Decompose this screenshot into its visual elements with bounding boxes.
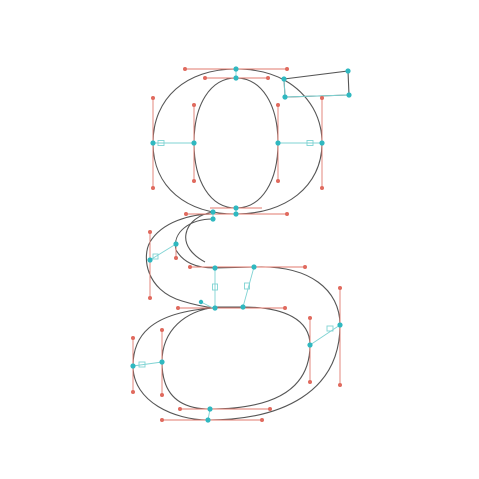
link-inner-curve[interactable] <box>185 211 214 263</box>
on-curve-nodes[interactable] <box>130 66 352 423</box>
lower-bowl-counter-contour[interactable] <box>161 306 311 410</box>
ear-contour[interactable] <box>283 70 350 98</box>
upper-bowl-outer-contour[interactable] <box>152 68 323 215</box>
node-connector-lines <box>132 69 350 421</box>
upper-bowl-counter-contour[interactable] <box>193 77 279 209</box>
direction-markers <box>138 140 334 368</box>
bezier-handle-points[interactable] <box>131 67 342 422</box>
glyph-outline <box>132 68 350 421</box>
bezier-handle-lines <box>132 68 341 421</box>
